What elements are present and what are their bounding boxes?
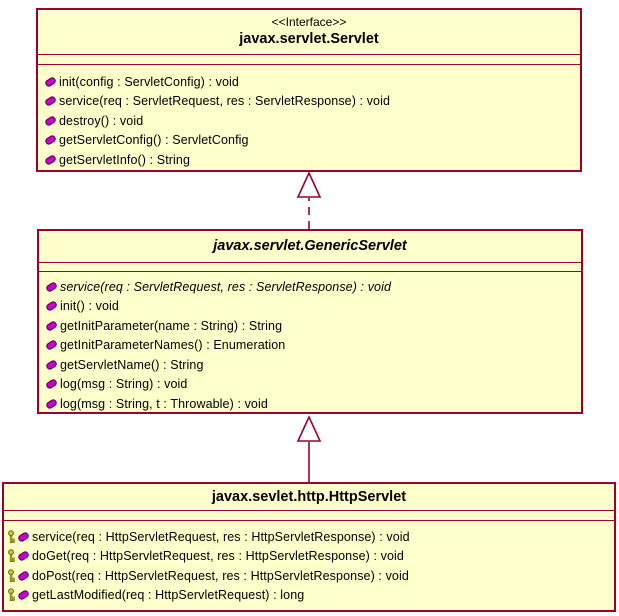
protected-key-icon: [7, 588, 17, 602]
method-row: doGet(req : HttpServletRequest, res : Ht…: [7, 547, 614, 567]
operation-icon: [45, 281, 58, 293]
method-text: getServletInfo() : String: [59, 152, 191, 167]
method-text: service(req : ServletRequest, res : Serv…: [59, 94, 391, 109]
operations-compartment: service(req : ServletRequest, res : Serv…: [39, 272, 581, 414]
attributes-compartment: [4, 511, 614, 521]
class-title-compartment: <<Interface>> javax.servlet.Servlet: [38, 10, 580, 55]
operation-icon: [45, 398, 58, 410]
method-row: destroy() : void: [44, 111, 580, 131]
operation-icon: [44, 76, 57, 88]
method-row: getServletName() : String: [45, 355, 581, 375]
operation-icon: [17, 550, 30, 562]
method-row: service(req : HttpServletRequest, res : …: [7, 527, 614, 547]
operation-icon: [45, 320, 58, 332]
method-text: service(req : HttpServletRequest, res : …: [32, 529, 410, 544]
operations-compartment: service(req : HttpServletRequest, res : …: [4, 521, 614, 605]
attributes-compartment: [38, 55, 580, 65]
class-name: javax.servlet.GenericServlet: [213, 238, 407, 254]
method-text: getServletName() : String: [60, 357, 204, 372]
method-text: init(config : ServletConfig) : void: [59, 74, 239, 89]
class-box-servlet-interface[interactable]: <<Interface>> javax.servlet.Servlet init…: [36, 8, 582, 172]
operations-compartment: init(config : ServletConfig) : void serv…: [38, 65, 580, 170]
method-text: log(msg : String) : void: [60, 377, 188, 392]
method-text: getInitParameter(name : String) : String: [60, 318, 283, 333]
method-text: doPost(req : HttpServletRequest, res : H…: [32, 568, 409, 583]
method-row: init() : void: [45, 297, 581, 317]
generalization-arrow[interactable]: [296, 415, 322, 482]
protected-key-icon: [7, 569, 17, 583]
operation-icon: [44, 134, 57, 146]
operation-icon: [17, 570, 30, 582]
method-text: service(req : ServletRequest, res : Serv…: [60, 279, 392, 294]
method-row: init(config : ServletConfig) : void: [44, 72, 580, 92]
class-title-compartment: javax.servlet.GenericServlet: [39, 231, 581, 263]
method-row: getServletConfig() : ServletConfig: [44, 131, 580, 151]
operation-icon: [45, 359, 58, 371]
method-row: getInitParameter(name : String) : String: [45, 316, 581, 336]
protected-key-icon: [7, 530, 17, 544]
operation-icon: [44, 154, 57, 166]
method-text: destroy() : void: [59, 113, 144, 128]
operation-icon: [17, 589, 30, 601]
method-row: service(req : ServletRequest, res : Serv…: [44, 92, 580, 112]
protected-key-icon: [7, 549, 17, 563]
method-row: doPost(req : HttpServletRequest, res : H…: [7, 566, 614, 586]
class-name: javax.sevlet.http.HttpServlet: [211, 488, 407, 505]
method-text: log(msg : String, t : Throwable) : void: [60, 396, 268, 411]
method-row: getInitParameterNames() : Enumeration: [45, 336, 581, 356]
class-box-httpservlet[interactable]: javax.sevlet.http.HttpServlet service(re…: [2, 482, 616, 612]
class-name: javax.servlet.Servlet: [239, 31, 379, 47]
realization-arrow[interactable]: [296, 171, 322, 229]
operation-icon: [45, 339, 58, 351]
class-title-compartment: javax.sevlet.http.HttpServlet: [4, 484, 614, 511]
operation-icon: [44, 115, 57, 127]
method-row: service(req : ServletRequest, res : Serv…: [45, 277, 581, 297]
operation-icon: [44, 95, 57, 107]
operation-icon: [17, 531, 30, 543]
method-text: getLastModified(req : HttpServletRequest…: [32, 588, 305, 603]
class-box-genericservlet[interactable]: javax.servlet.GenericServlet service(req…: [37, 229, 583, 414]
method-text: getServletConfig() : ServletConfig: [59, 133, 249, 148]
method-text: init() : void: [60, 299, 119, 314]
method-text: doGet(req : HttpServletRequest, res : Ht…: [32, 549, 404, 564]
operation-icon: [45, 300, 58, 312]
method-row: log(msg : String, t : Throwable) : void: [45, 394, 581, 414]
method-text: getInitParameterNames() : Enumeration: [60, 338, 286, 353]
operation-icon: [45, 378, 58, 390]
stereotype-label: <<Interface>>: [271, 15, 347, 29]
method-row: getServletInfo() : String: [44, 150, 580, 170]
method-row: log(msg : String) : void: [45, 375, 581, 395]
attributes-compartment: [39, 263, 581, 272]
method-row: getLastModified(req : HttpServletRequest…: [7, 586, 614, 606]
